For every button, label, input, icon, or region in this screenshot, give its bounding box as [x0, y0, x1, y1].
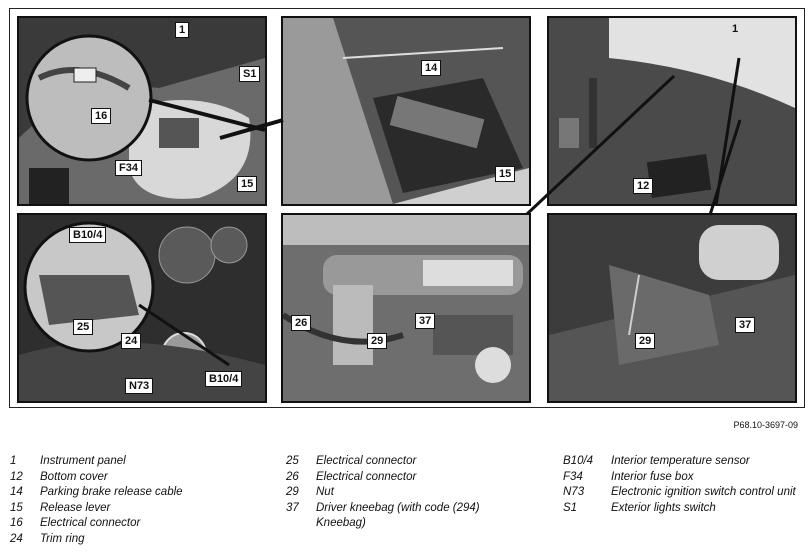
- callout-1: 1: [175, 22, 190, 38]
- legend-key: 1: [10, 455, 17, 467]
- legend-text: Electronic ignition switch control unit: [611, 486, 796, 498]
- photo-panel-release-lever: 14 15: [281, 16, 531, 206]
- legend-text: Release lever: [40, 501, 111, 514]
- callout-1: 1: [732, 23, 739, 35]
- legend-row: 15 Release lever: [10, 501, 240, 517]
- legend-text: Electrical connector: [316, 455, 417, 467]
- legend-text: Nut: [316, 486, 334, 498]
- legend-row: 14 Parking brake release cable: [10, 485, 240, 501]
- legend-text: Instrument panel: [40, 455, 126, 467]
- callout-B10-4: B10/4: [69, 227, 107, 243]
- legend-key: 12: [10, 470, 23, 483]
- legend-text: Interior temperature sensor: [611, 455, 750, 467]
- photo-panel-kneebag: 26 37 29: [281, 213, 531, 403]
- legend-row: B10/4 Interior temperature sensor: [563, 454, 811, 470]
- callout-29: 29: [367, 333, 388, 349]
- legend-key: 24: [10, 532, 23, 545]
- legend-row: 25 Electrical connector: [286, 454, 516, 470]
- photo-panel-instrument-panel: 1 S1 16 F34 15: [17, 16, 267, 206]
- legend-column-3: B10/4 Interior temperature sensor F34 Inte…: [563, 454, 811, 516]
- legend-row: 1 Instrument panel: [10, 454, 240, 470]
- legend-column-1: 1 Instrument panel 12 Bottom cover 14 Parki…: [10, 454, 240, 547]
- callout-S1: S1: [239, 66, 261, 82]
- photo-panel-ignition: B10/4 25 24 N73 B10/4: [17, 213, 267, 403]
- legend-row: F34 Interior fuse box: [563, 470, 811, 486]
- callout-12: 12: [633, 178, 654, 194]
- callout-F34: F34: [115, 160, 142, 176]
- legend-row: 24 Trim ring: [10, 532, 240, 548]
- legend-key: 37: [286, 501, 299, 514]
- legend-key: B10/4: [563, 455, 594, 467]
- legend-text: Interior fuse box: [611, 470, 694, 483]
- callout-14: 14: [421, 60, 442, 76]
- legend-text: Electrical connector: [316, 470, 417, 483]
- legend-key: 16: [10, 517, 23, 529]
- photo-illustration: [19, 18, 265, 204]
- legend-key: 26: [286, 470, 299, 483]
- legend-text: Driver kneebag (with code (294) Kneebag): [316, 501, 480, 530]
- callout-15: 15: [495, 166, 516, 182]
- legend-text: Parking brake release cable: [40, 486, 183, 498]
- callout-29: 29: [635, 333, 656, 349]
- legend-row: 12 Bottom cover: [10, 470, 240, 486]
- callout-N73: N73: [125, 378, 154, 394]
- legend-text: Trim ring: [40, 532, 85, 545]
- legend-row: 26 Electrical connector: [286, 470, 516, 486]
- callout-24: 24: [121, 333, 142, 349]
- photo-illustration: [549, 18, 795, 204]
- callout-26: 26: [291, 315, 312, 331]
- photo-panel-kneebag-removed: 29 37: [547, 213, 797, 403]
- legend-text: Exterior lights switch: [611, 501, 716, 514]
- legend-row: 29 Nut: [286, 485, 516, 501]
- photo-illustration: [19, 215, 265, 401]
- legend-row: 16 Electrical connector: [10, 516, 240, 532]
- callout-37: 37: [415, 313, 436, 329]
- legend-key: 25: [286, 455, 299, 467]
- legend-key: 29: [286, 486, 299, 498]
- legend-key: F34: [563, 470, 583, 483]
- legend-row: S1 Exterior lights switch: [563, 501, 811, 517]
- legend-key: 14: [10, 486, 23, 498]
- callout-B10-4-lower: B10/4: [205, 371, 243, 387]
- photo-panel-footwell: 1 12: [547, 16, 797, 206]
- callout-37: 37: [735, 317, 756, 333]
- legend-key: 15: [10, 501, 23, 514]
- callout-25: 25: [73, 319, 94, 335]
- legend-key: N73: [563, 486, 585, 498]
- photo-illustration: [549, 215, 795, 401]
- figure-reference: P68.10-3697-09: [733, 420, 798, 430]
- legend-row: N73 Electronic ignition switch control un…: [563, 485, 811, 501]
- photo-illustration: [283, 215, 529, 401]
- callout-16: 16: [91, 108, 112, 124]
- legend-text: Bottom cover: [40, 470, 108, 483]
- legend-key: S1: [563, 501, 578, 514]
- callout-15: 15: [237, 176, 258, 192]
- legend-text: Electrical connector: [40, 517, 141, 529]
- photo-illustration: [283, 18, 529, 204]
- legend-row: 37 Driver kneebag (with code (294) Kneeba…: [286, 501, 516, 532]
